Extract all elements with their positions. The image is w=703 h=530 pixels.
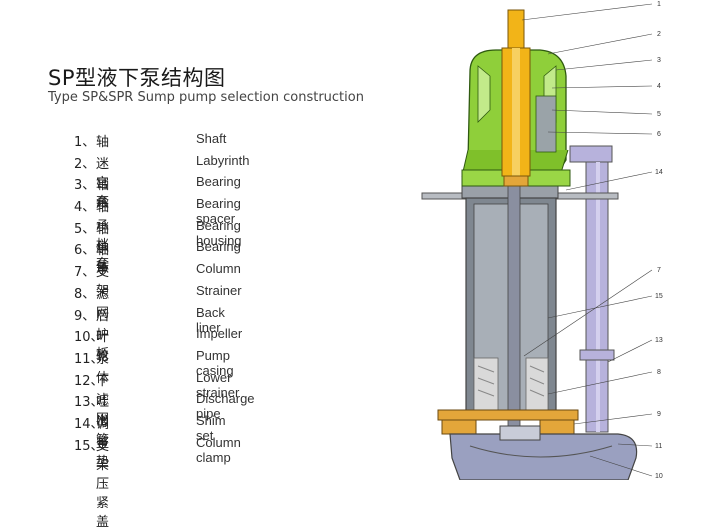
part-name-english: Strainer: [196, 282, 242, 298]
part-name-chinese: 滤网: [96, 286, 110, 321]
part-name-english: Column: [196, 261, 241, 277]
part-name-chinese: 调整垫: [96, 416, 110, 470]
part-name-english: Labyrinth: [196, 152, 250, 168]
part-name-chinese: 下滤网: [96, 373, 110, 427]
diagram-title-chinese: SP型液下泵结构图: [48, 66, 226, 90]
part-number: 15、: [74, 438, 104, 454]
callout-label: 13: [655, 337, 663, 344]
part-name-english: Column clamp: [196, 434, 241, 465]
part-name-chinese: 后护板: [96, 308, 110, 362]
discharge-pipe: [569, 145, 615, 433]
part-name-english: Pump casing: [196, 347, 234, 378]
callout-leader-lines: [521, 3, 653, 477]
part-name-chinese: 吐出管: [96, 395, 110, 449]
part-number: 6、: [74, 243, 96, 259]
part-name-chinese: 泵体: [96, 351, 110, 386]
strainer: [473, 357, 549, 415]
callout-label: 7: [657, 267, 661, 274]
part-name-chinese: 支架: [96, 265, 110, 300]
callout-label: 2: [657, 31, 661, 38]
part-name-english: Shaft: [196, 131, 227, 146]
callout-label: 1: [657, 1, 661, 8]
part-name-chinese: 叶轮: [96, 330, 110, 365]
part-name-chinese: 迷宫套: [96, 156, 110, 210]
part-number: 11、: [74, 351, 104, 367]
callout-label: 11: [655, 443, 662, 450]
part-number: 1、: [74, 135, 96, 150]
part-number: 3、: [74, 178, 96, 194]
part-number: 5、: [74, 221, 96, 237]
part-name-english: Lower strainer: [196, 369, 240, 400]
part-number: 13、: [74, 395, 104, 411]
callout-label: 4: [657, 83, 661, 90]
part-name-english: Bearing: [196, 239, 241, 255]
part-name-english: Discharge pipe: [196, 391, 255, 422]
callout-label: 3: [657, 57, 661, 64]
pump-cutaway-drawing: 1 2 3 4 5 6 14 7 15 13 8 9 11 10: [421, 1, 663, 480]
part-name-english: Back liner: [196, 304, 225, 335]
part-number: 2、: [74, 156, 96, 172]
part-number: 9、: [74, 308, 96, 324]
callout-label: 14: [655, 169, 663, 176]
part-number: 4、: [74, 200, 96, 216]
part-number: 14、: [74, 416, 104, 432]
pump-casing: [449, 425, 638, 480]
part-number: 7、: [74, 265, 96, 281]
shaft: [501, 9, 531, 187]
part-name-english: Bearing: [196, 174, 241, 190]
part-name-english: Shim set: [196, 412, 226, 443]
callout-label: 6: [657, 131, 661, 138]
part-name-chinese: 轴承档套: [96, 200, 110, 273]
part-name-english: Bearing spacer: [196, 196, 241, 227]
callout-label: 9: [657, 411, 661, 418]
diagram-title-english: Type SP&SPR Sump pump selection construc…: [48, 90, 364, 105]
part-name-chinese: 轴承: [96, 243, 110, 278]
callout-label: 5: [657, 111, 661, 118]
part-name-chinese: 轴承: [96, 178, 110, 213]
part-name-english: Bearing housing: [196, 217, 242, 248]
callout-label: 10: [655, 473, 663, 480]
part-number: 10、: [74, 330, 104, 346]
part-name-english: Impeller: [196, 326, 243, 342]
callout-label: 15: [655, 293, 663, 300]
part-name-chinese: 轴: [96, 135, 110, 150]
part-number: 8、: [74, 286, 96, 302]
callout-label: 8: [657, 369, 661, 376]
part-name-chinese: 轴承体: [96, 221, 110, 275]
part-number: 12、: [74, 373, 104, 389]
